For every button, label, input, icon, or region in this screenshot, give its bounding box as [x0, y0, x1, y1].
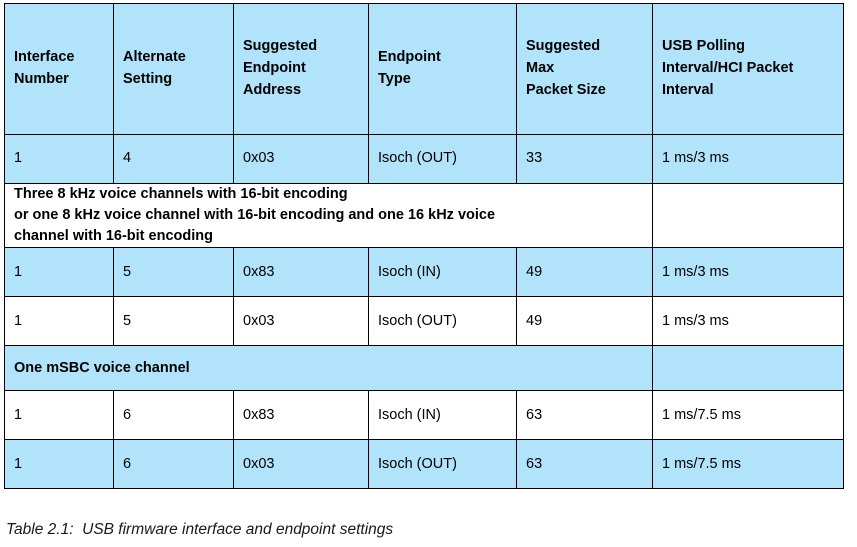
- table-caption: Table 2.1: USB firmware interface and en…: [6, 521, 394, 538]
- cell-endpoint-type: Isoch (OUT): [368, 439, 517, 490]
- header-line: USB Polling: [662, 38, 745, 55]
- cell-max-packet-size: 33: [516, 134, 653, 184]
- header-line: Packet Size: [526, 81, 606, 98]
- cell-alternate-setting: 6: [113, 439, 234, 490]
- note-cell-trailing-blank: [652, 182, 844, 249]
- cell-interface-number: 1: [4, 439, 114, 490]
- table-container: Interface Number Alternate Setting Sugge…: [4, 3, 844, 490]
- header-line: Suggested: [526, 38, 601, 55]
- header-line: Endpoint: [378, 49, 441, 66]
- cell-interface-number: 1: [4, 134, 114, 184]
- cell-endpoint-type: Isoch (IN): [368, 390, 517, 441]
- column-header-interface-number: Interface Number: [4, 3, 114, 135]
- table-header: Interface Number Alternate Setting Sugge…: [4, 3, 844, 135]
- note-line: channel with 16-bit encoding: [14, 228, 213, 245]
- table-header-row: Interface Number Alternate Setting Sugge…: [4, 3, 844, 135]
- cell-polling-interval: 1 ms/3 ms: [652, 247, 844, 298]
- column-header-endpoint-type: Endpoint Type: [368, 3, 517, 135]
- header-line: Type: [378, 71, 411, 87]
- cell-endpoint-type: Isoch (OUT): [368, 134, 517, 184]
- cell-endpoint-type: Isoch (IN): [368, 247, 517, 298]
- table-note-row: Three 8 kHz voice channels with 16-bit e…: [4, 182, 844, 249]
- table-row: 1 5 0x03 Isoch (OUT) 49 1 ms/3 ms: [4, 296, 844, 347]
- note-cell-voice-channel-description: Three 8 kHz voice channels with 16-bit e…: [4, 182, 653, 249]
- table-row: 1 6 0x83 Isoch (IN) 63 1 ms/7.5 ms: [4, 390, 844, 441]
- header-line: Endpoint: [243, 60, 306, 77]
- usb-endpoint-settings-table: Interface Number Alternate Setting Sugge…: [4, 3, 844, 490]
- table-section-row: One mSBC voice channel: [4, 345, 844, 392]
- cell-endpoint-address: 0x83: [233, 390, 369, 441]
- header-line: Number: [14, 71, 69, 87]
- header-line: Interface: [14, 49, 75, 66]
- header-line: Setting: [123, 71, 173, 87]
- cell-alternate-setting: 6: [113, 390, 234, 441]
- cell-max-packet-size: 49: [516, 296, 653, 347]
- cell-polling-interval: 1 ms/7.5 ms: [652, 390, 844, 441]
- table-body: 1 4 0x03 Isoch (OUT) 33 1 ms/3 ms Three …: [4, 134, 844, 490]
- cell-polling-interval: 1 ms/3 ms: [652, 296, 844, 347]
- table-row: 1 6 0x03 Isoch (OUT) 63 1 ms/7.5 ms: [4, 439, 844, 490]
- cell-alternate-setting: 5: [113, 296, 234, 347]
- cell-polling-interval: 1 ms/7.5 ms: [652, 439, 844, 490]
- column-header-suggested-endpoint-address: Suggested Endpoint Address: [233, 3, 369, 135]
- header-line: Max: [526, 60, 555, 77]
- cell-interface-number: 1: [4, 296, 114, 347]
- cell-max-packet-size: 63: [516, 439, 653, 490]
- header-line: Suggested: [243, 38, 318, 55]
- header-line: Interval/HCI Packet: [662, 60, 794, 77]
- cell-max-packet-size: 49: [516, 247, 653, 298]
- cell-endpoint-address: 0x03: [233, 296, 369, 347]
- cell-endpoint-address: 0x03: [233, 134, 369, 184]
- cell-endpoint-address: 0x03: [233, 439, 369, 490]
- note-line: Three 8 kHz voice channels with 16-bit e…: [14, 186, 348, 202]
- cell-endpoint-address: 0x83: [233, 247, 369, 298]
- header-line: Interval: [662, 81, 714, 98]
- section-label-one-msbc-voice-channel: One mSBC voice channel: [4, 345, 653, 392]
- section-cell-trailing-blank: [652, 345, 844, 392]
- cell-alternate-setting: 4: [113, 134, 234, 184]
- cell-polling-interval: 1 ms/3 ms: [652, 134, 844, 184]
- column-header-usb-polling-interval: USB Polling Interval/HCI Packet Interval: [652, 3, 844, 135]
- cell-interface-number: 1: [4, 390, 114, 441]
- column-header-suggested-max-packet-size: Suggested Max Packet Size: [516, 3, 653, 135]
- cell-max-packet-size: 63: [516, 390, 653, 441]
- header-line: Address: [243, 81, 302, 98]
- column-header-alternate-setting: Alternate Setting: [113, 3, 234, 135]
- cell-alternate-setting: 5: [113, 247, 234, 298]
- note-line: or one 8 kHz voice channel with 16-bit e…: [14, 207, 496, 224]
- header-line: Alternate: [123, 49, 186, 66]
- table-row: 1 5 0x83 Isoch (IN) 49 1 ms/3 ms: [4, 247, 844, 298]
- cell-endpoint-type: Isoch (OUT): [368, 296, 517, 347]
- cell-interface-number: 1: [4, 247, 114, 298]
- table-row: 1 4 0x03 Isoch (OUT) 33 1 ms/3 ms: [4, 134, 844, 184]
